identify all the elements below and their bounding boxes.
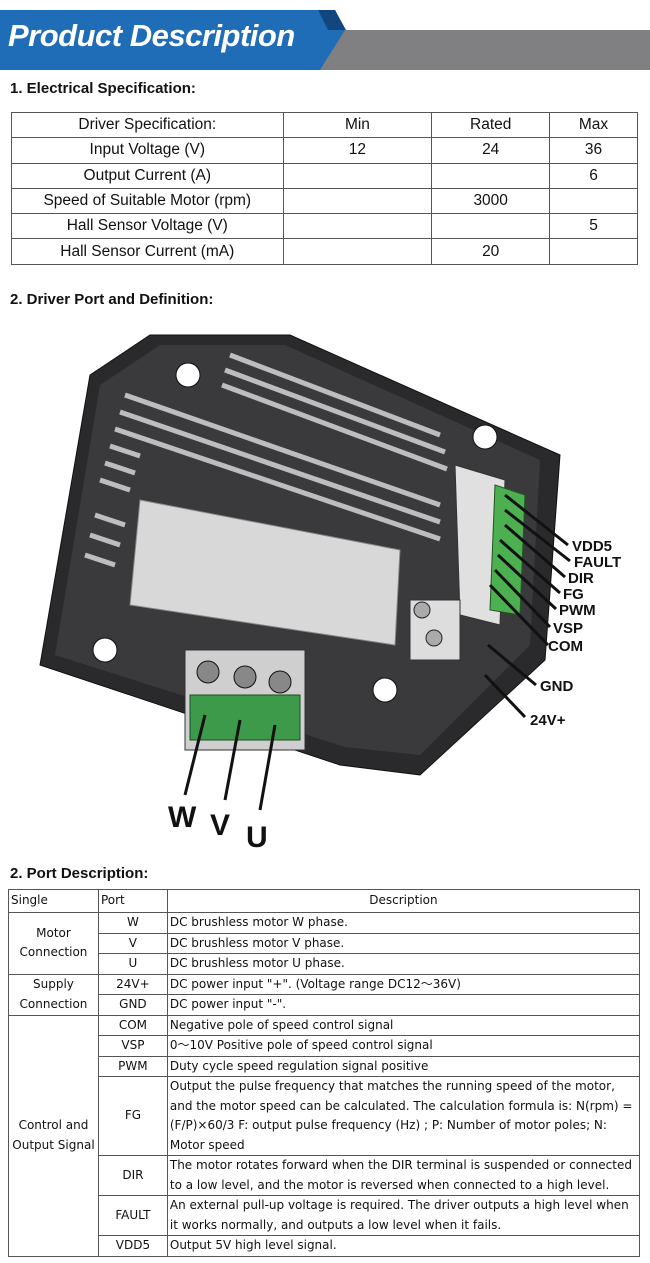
port-cell: GND bbox=[97, 994, 168, 1016]
heatsink-fins bbox=[84, 352, 448, 568]
port-label-vdd5: VDD5 bbox=[572, 538, 612, 555]
cell: Hall Sensor Voltage (V) bbox=[11, 213, 284, 240]
description-cell: DC brushless motor V phase. bbox=[166, 932, 641, 954]
port-cell: DIR bbox=[97, 1155, 168, 1196]
cell: 36 bbox=[549, 137, 638, 164]
cell bbox=[431, 213, 551, 240]
banner-grey-bar bbox=[300, 30, 650, 70]
table-row: Output Current (A) 6 bbox=[11, 162, 638, 189]
description-cell: DC power input "-". bbox=[166, 994, 641, 1016]
port-label-com: COM bbox=[548, 638, 583, 655]
port-cell: COM bbox=[97, 1014, 168, 1036]
banner-blue bbox=[0, 10, 345, 70]
port-label-fg: FG bbox=[563, 586, 584, 603]
description-cell: DC brushless motor W phase. bbox=[166, 912, 641, 934]
port-cell: FG bbox=[97, 1076, 168, 1156]
section-heading-port-description: 2. Port Description: bbox=[10, 865, 149, 882]
cell bbox=[282, 187, 433, 215]
description-cell: Output the pulse frequency that matches … bbox=[166, 1076, 641, 1156]
port-cell: FAULT bbox=[97, 1195, 168, 1236]
description-cell: DC brushless motor U phase. bbox=[166, 953, 641, 975]
header-cell: Min bbox=[282, 111, 433, 139]
description-cell: Negative pole of speed control signal bbox=[166, 1014, 641, 1036]
cell: 3000 bbox=[431, 187, 551, 215]
port-label-w: W bbox=[168, 801, 197, 834]
cell: Hall Sensor Current (mA) bbox=[11, 238, 284, 265]
header-cell: Description bbox=[166, 889, 641, 913]
port-label-v: V bbox=[210, 809, 230, 842]
page-title: Product Description bbox=[8, 18, 295, 53]
port-label-24v: 24V+ bbox=[530, 712, 566, 729]
header-cell: Max bbox=[549, 111, 638, 139]
description-cell: The motor rotates forward when the DIR t… bbox=[166, 1155, 641, 1196]
port-cell: VDD5 bbox=[97, 1235, 168, 1257]
header-cell: Port bbox=[97, 889, 168, 913]
port-cell: PWM bbox=[97, 1055, 168, 1077]
cell: Speed of Suitable Motor (rpm) bbox=[11, 187, 284, 215]
port-cell: W bbox=[97, 912, 168, 934]
port-cell: VSP bbox=[97, 1035, 168, 1057]
port-label-fault: FAULT bbox=[574, 554, 621, 571]
cell bbox=[282, 213, 433, 240]
cell: Output Current (A) bbox=[11, 162, 284, 189]
port-label-vsp: VSP bbox=[553, 620, 583, 637]
description-cell: DC power input "+". (Voltage range DC12～… bbox=[166, 973, 641, 995]
port-label-dir: DIR bbox=[568, 570, 594, 587]
driver-diagram: VDD5 FAULT DIR FG PWM VSP COM GND 24V+ W… bbox=[39, 334, 621, 854]
cell: 12 bbox=[282, 137, 433, 164]
cell: 5 bbox=[549, 213, 638, 240]
port-cell: 24V+ bbox=[97, 973, 168, 995]
table-row: Hall Sensor Current (mA) 20 bbox=[11, 238, 638, 265]
port-label-gnd: GND bbox=[540, 678, 574, 695]
cell bbox=[549, 238, 638, 265]
group-cell: Supply Connection bbox=[8, 973, 99, 1016]
cell: Input Voltage (V) bbox=[11, 137, 284, 164]
port-label-u: U bbox=[246, 821, 268, 854]
motor-terminal-block bbox=[184, 649, 306, 751]
description-cell: 0～10V Positive pole of speed control sig… bbox=[166, 1035, 641, 1057]
cell bbox=[431, 162, 551, 189]
cell: 24 bbox=[431, 137, 551, 164]
wire-leaders bbox=[183, 493, 571, 811]
table-row: Hall Sensor Voltage (V) 5 bbox=[11, 213, 638, 240]
port-label-pwm: PWM bbox=[559, 602, 596, 619]
group-cell: Motor Connection bbox=[8, 912, 99, 975]
description-cell: Duty cycle speed regulation signal posit… bbox=[166, 1055, 641, 1077]
description-cell: An external pull-up voltage is required.… bbox=[166, 1195, 641, 1236]
group-cell: Control and Output Signal bbox=[8, 1014, 99, 1257]
cell: 20 bbox=[431, 238, 551, 265]
description-cell: Output 5V high level signal. bbox=[166, 1235, 641, 1257]
port-cell: V bbox=[97, 932, 168, 954]
header-cell: Driver Specification: bbox=[11, 111, 284, 139]
cell: 6 bbox=[549, 162, 638, 189]
section-heading-ports: 2. Driver Port and Definition: bbox=[10, 291, 214, 308]
port-cell: U bbox=[97, 953, 168, 975]
header-cell: Single bbox=[8, 889, 99, 913]
cell bbox=[282, 238, 433, 265]
section-heading-electrical: 1. Electrical Specification: bbox=[10, 80, 196, 97]
cell bbox=[282, 162, 433, 189]
table-row: Speed of Suitable Motor (rpm) 3000 bbox=[11, 187, 638, 215]
cell bbox=[549, 187, 638, 215]
header-cell: Rated bbox=[431, 111, 551, 139]
